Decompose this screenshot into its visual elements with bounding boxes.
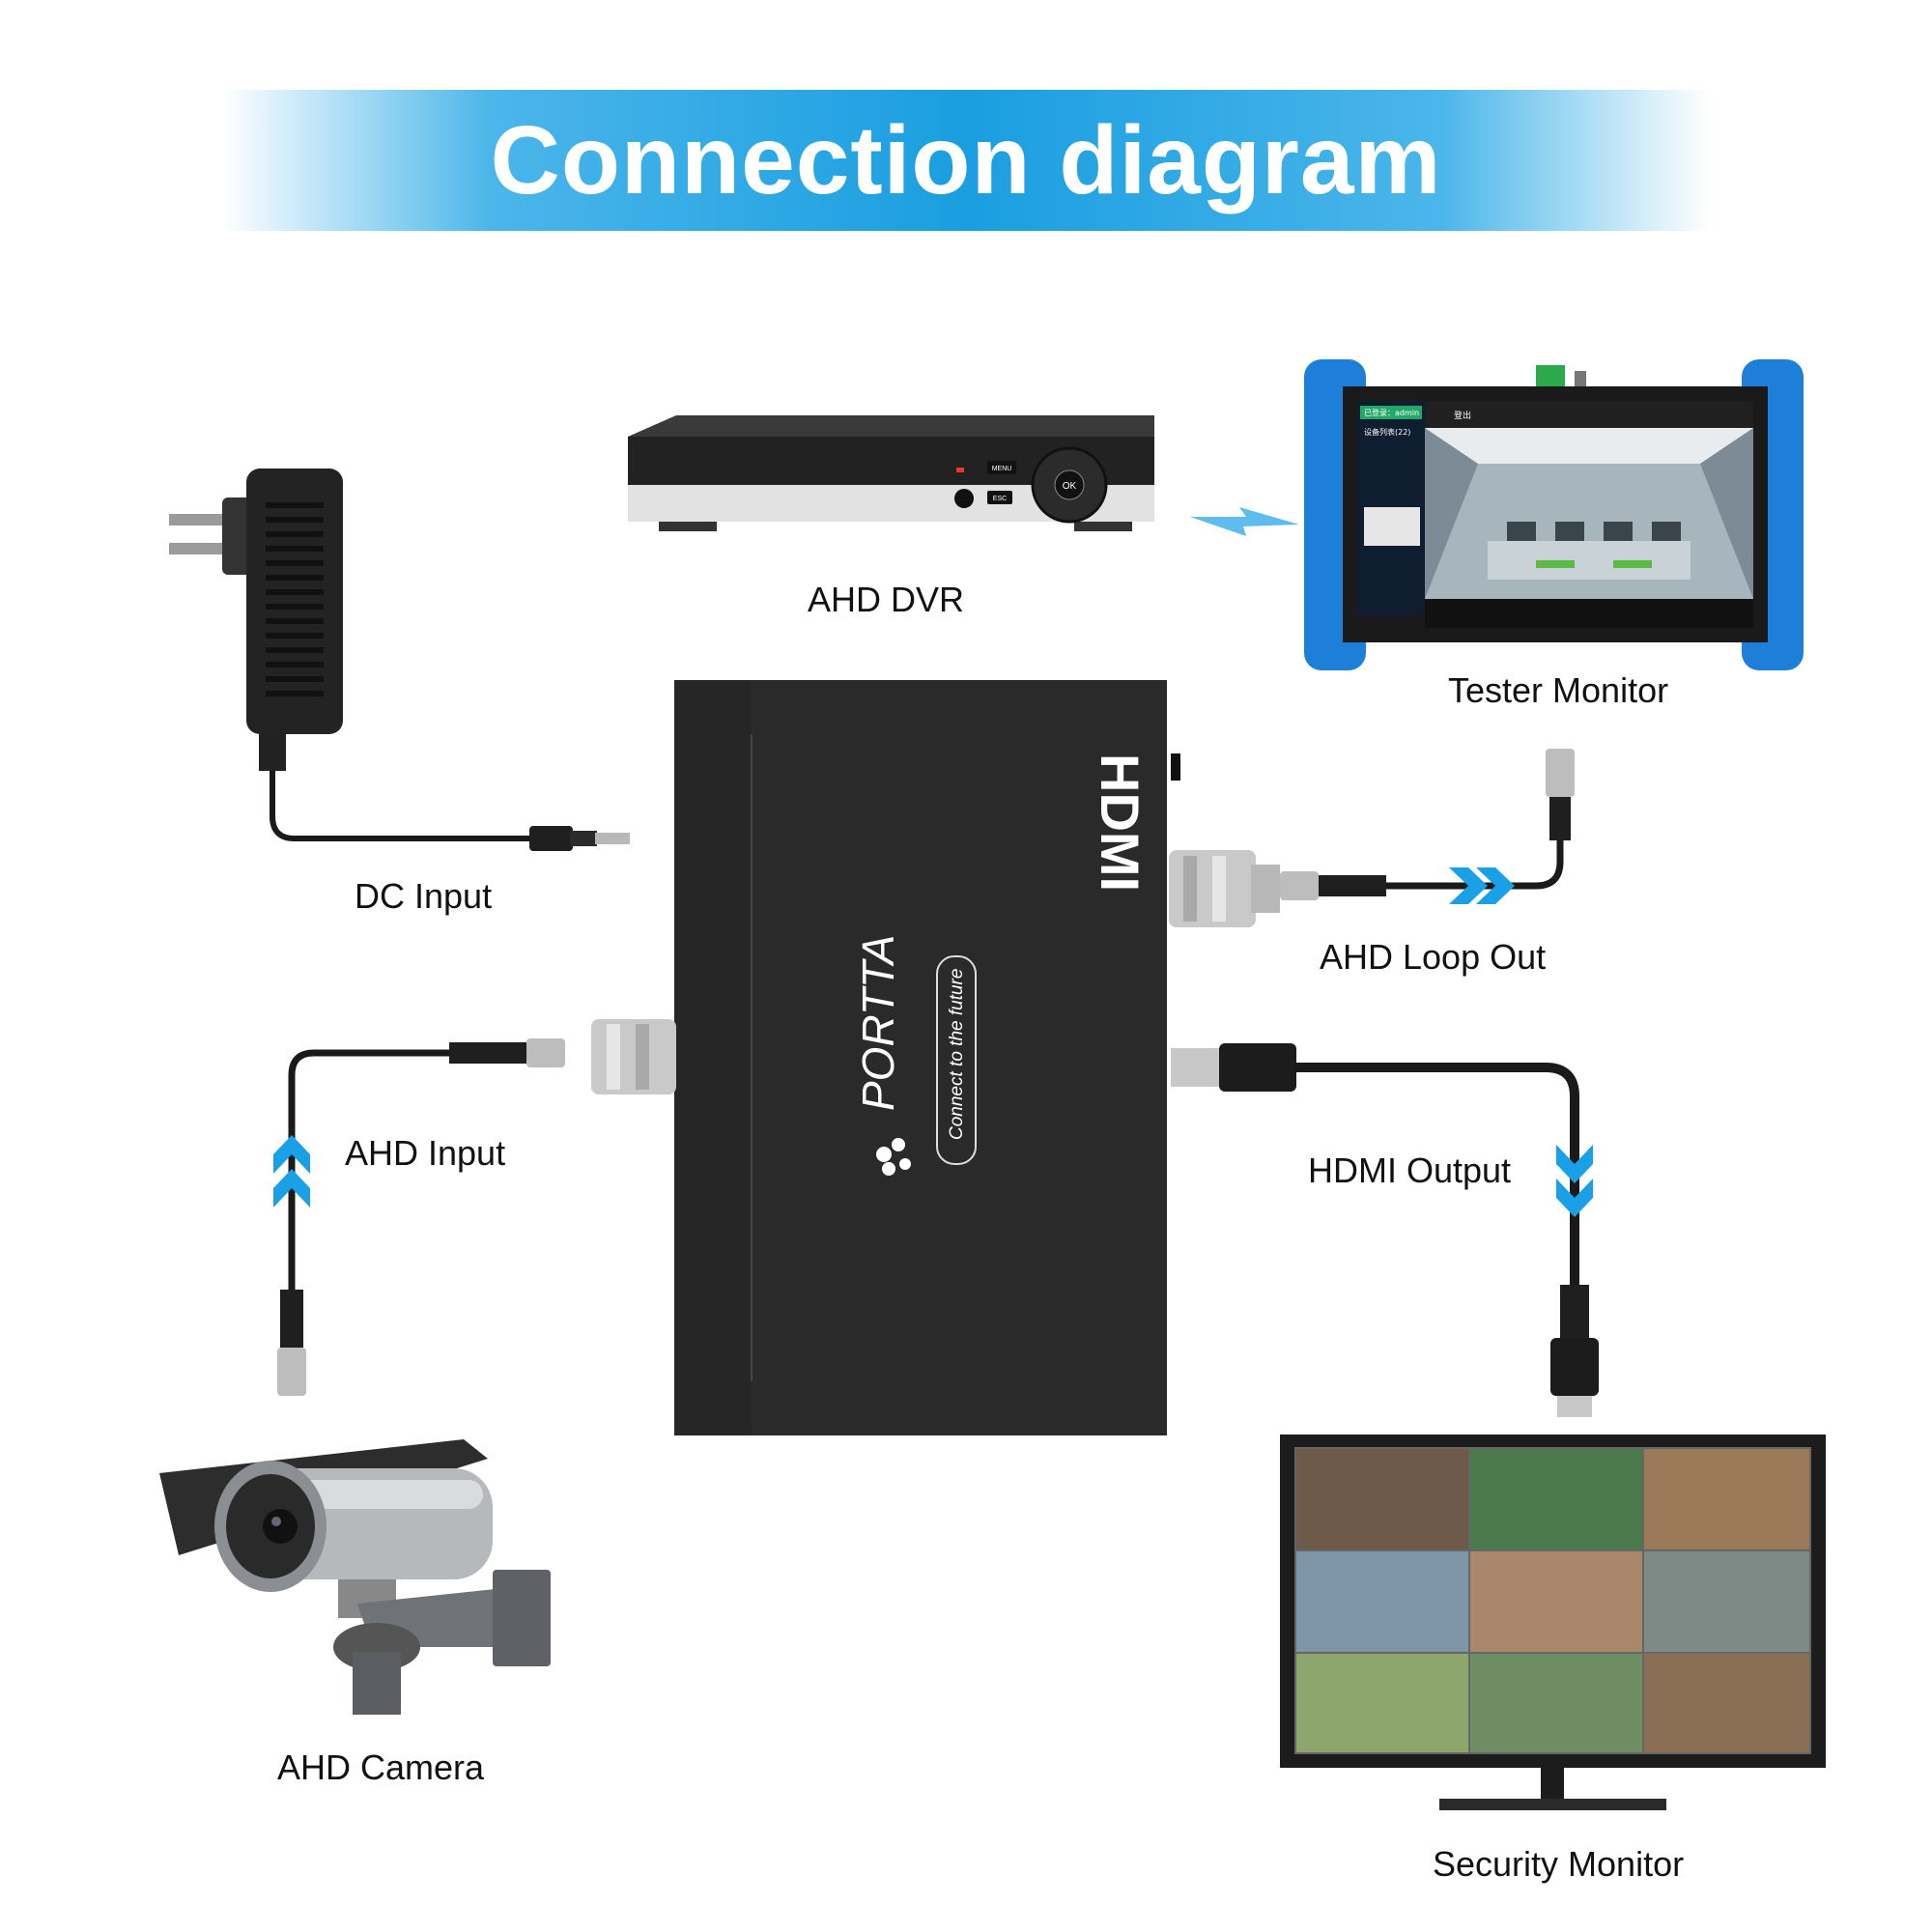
- ahd-camera-icon: [159, 1439, 551, 1715]
- label-tester-monitor: Tester Monitor: [1448, 670, 1669, 710]
- hdmi-port-plug-icon: [1171, 1043, 1296, 1092]
- loop-out-arrows-icon: [1449, 867, 1515, 904]
- title-banner: [222, 90, 1710, 231]
- wireless-link-icon: [1190, 507, 1299, 536]
- dc-cable: [270, 771, 531, 841]
- tester-monitor-icon: 已登录：admin 设备列表(22) 登出: [1304, 359, 1804, 670]
- power-adapter-icon: [169, 469, 343, 771]
- brand-logo-icon: [876, 1138, 911, 1176]
- tester-logout-text: 登出: [1454, 410, 1471, 421]
- ahd-input-arrows-icon: [273, 1135, 310, 1208]
- device-tagline: Connect to the future: [947, 969, 967, 1140]
- hdmi-output-arrows-icon: [1556, 1145, 1593, 1217]
- converter-device: HDMI PORTTA Connect to the future: [674, 680, 1180, 1435]
- loop-out-cable: [1304, 826, 1564, 890]
- security-monitor-icon: [1280, 1435, 1826, 1810]
- bnc-input-port-icon: [591, 1019, 676, 1094]
- label-ahd-loop-out: AHD Loop Out: [1320, 937, 1547, 977]
- dvr-esc-button-label: ESC: [993, 496, 1007, 502]
- label-ahd-camera: AHD Camera: [277, 1747, 485, 1787]
- bnc-loop-out-port-icon: [1169, 850, 1280, 927]
- device-brand: PORTTA: [853, 935, 903, 1111]
- tester-login-text: 已登录：admin: [1364, 408, 1419, 417]
- ahd-input-cable: [288, 1049, 560, 1290]
- label-hdmi-output: HDMI Output: [1308, 1151, 1512, 1190]
- label-ahd-dvr: AHD DVR: [808, 580, 965, 619]
- loop-out-bnc-plug-icon: [1280, 749, 1575, 900]
- device-hdmi-logo: HDMI: [1090, 753, 1151, 892]
- dvr-ok-button-label: OK: [1063, 481, 1077, 492]
- dvr-menu-button-label: MENU: [992, 466, 1012, 472]
- label-ahd-input: AHD Input: [345, 1133, 506, 1173]
- dvr-icon: MENU ESC OK: [628, 415, 1154, 531]
- page-title: Connection diagram: [490, 106, 1442, 214]
- tester-list-text: 设备列表(22): [1364, 427, 1410, 437]
- ahd-input-bnc-plug-icon: [277, 1038, 565, 1396]
- label-dc-input: DC Input: [355, 876, 493, 916]
- dc-plug-icon: [529, 826, 630, 851]
- label-security-monitor: Security Monitor: [1433, 1844, 1685, 1884]
- hdmi-output-plug-icon: [1550, 1285, 1599, 1417]
- hdmi-output-cable: [1294, 1063, 1579, 1285]
